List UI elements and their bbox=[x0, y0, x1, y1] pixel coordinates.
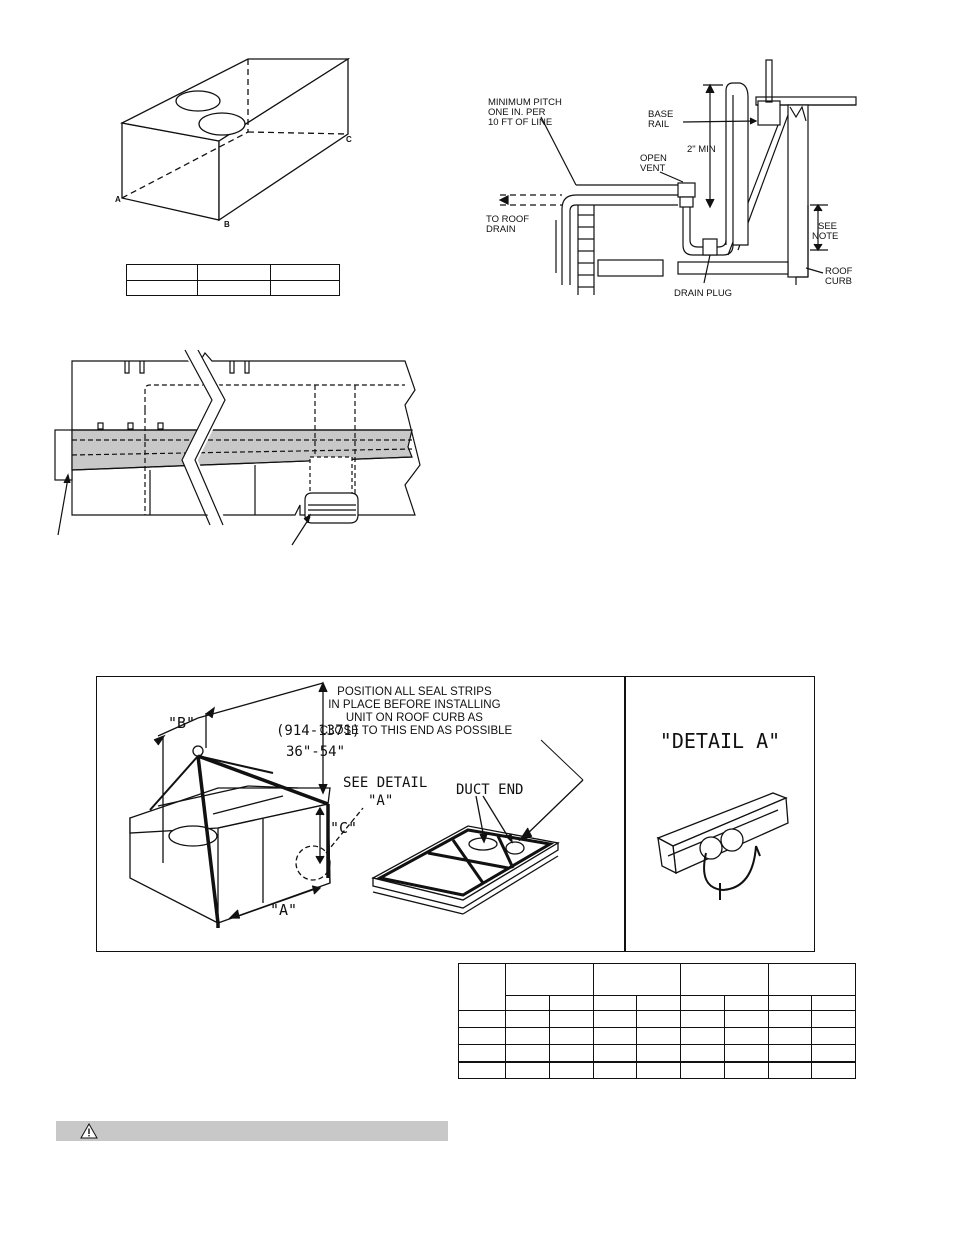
open-vent-label: OPEN VENT bbox=[640, 153, 670, 174]
to-roof-drain-label: TO ROOF DRAIN bbox=[486, 214, 532, 235]
detail-a-title: "DETAIL A" bbox=[660, 729, 780, 753]
corner-weight-table bbox=[126, 264, 340, 296]
base-rail-section-diagram bbox=[54, 346, 421, 546]
detail-a-diagram: "DETAIL A" bbox=[656, 729, 789, 900]
seal-strip-note: POSITION ALL SEAL STRIPS IN PLACE BEFORE… bbox=[320, 686, 513, 737]
drain-plug-label: DRAIN PLUG bbox=[674, 288, 732, 299]
condensate-drain-diagram: MINIMUM PITCH ONE IN. PER 10 FT OF LINE … bbox=[486, 59, 857, 299]
corner-c-label: C bbox=[346, 135, 352, 144]
min-pitch-label: MINIMUM PITCH ONE IN. PER 10 FT OF LINE bbox=[488, 97, 565, 128]
dim-inches-label: 36"-54" bbox=[286, 744, 345, 760]
corner-a-label: A bbox=[115, 195, 121, 204]
warning-bar bbox=[56, 1121, 448, 1141]
base-rail-label: BASE RAIL bbox=[648, 109, 676, 130]
dim-b-label: "B" bbox=[168, 714, 195, 732]
rigging-detail-divider bbox=[624, 676, 626, 952]
dim-c-label: "C" bbox=[330, 819, 357, 837]
rigging-weights-table bbox=[458, 962, 856, 1079]
see-note-label: SEE NOTE bbox=[812, 221, 840, 242]
unit-corner-diagram: A B C bbox=[115, 57, 352, 229]
two-inch-min-label: 2" MIN bbox=[687, 144, 716, 155]
warning-triangle-icon bbox=[80, 1123, 98, 1139]
dim-a-label: "A" bbox=[270, 901, 297, 919]
roof-curb-label: ROOF CURB bbox=[825, 266, 855, 287]
rigging-diagram: POSITION ALL SEAL STRIPS IN PLACE BEFORE… bbox=[129, 681, 584, 928]
duct-end-label: DUCT END bbox=[456, 782, 523, 798]
corner-b-label: B bbox=[224, 220, 230, 229]
see-detail-label: SEE DETAIL "A" bbox=[343, 775, 436, 809]
dim-metric-label: (914-1371) bbox=[276, 723, 360, 739]
